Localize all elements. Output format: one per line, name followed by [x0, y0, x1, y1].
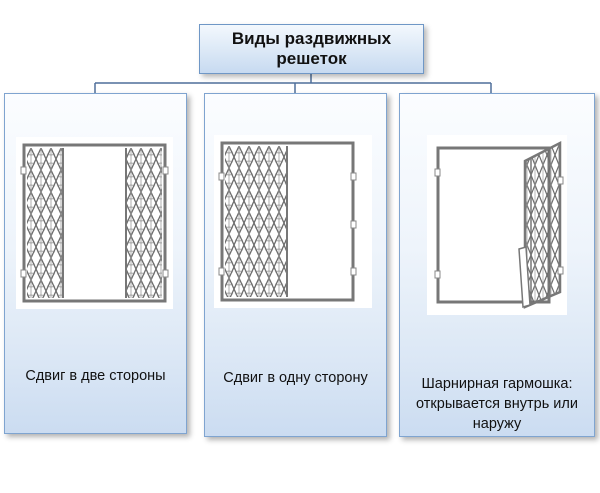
type-caption-single-slide: Сдвиг в одну сторону [205, 368, 386, 388]
caption-line: Сдвиг в две стороны [25, 368, 166, 384]
caption-line: открывается внутрь или [416, 396, 578, 412]
hinged-accordion-grille-icon [427, 135, 567, 315]
root-title-line-1: Виды раздвижных [231, 29, 392, 48]
type-card-hinged-accordion: Шарнирная гармошка: открывается внутрь и… [399, 93, 595, 437]
caption-line: Шарнирная гармошка: [421, 376, 573, 392]
single-sliding-grille-icon [214, 135, 372, 308]
caption-line: наружу [472, 416, 522, 432]
diagram-root-node: Виды раздвижных решеток [199, 24, 424, 74]
root-title-line-2: решеток [276, 49, 347, 68]
type-card-double-slide: Сдвиг в две стороны [4, 93, 187, 434]
type-caption-double-slide: Сдвиг в две стороны [5, 366, 186, 386]
type-caption-hinged-accordion: Шарнирная гармошка: открывается внутрь и… [400, 374, 594, 434]
type-card-single-slide: Сдвиг в одну сторону [204, 93, 387, 437]
double-sliding-grille-icon [16, 137, 173, 309]
caption-line: Сдвиг в одну сторону [223, 370, 368, 386]
